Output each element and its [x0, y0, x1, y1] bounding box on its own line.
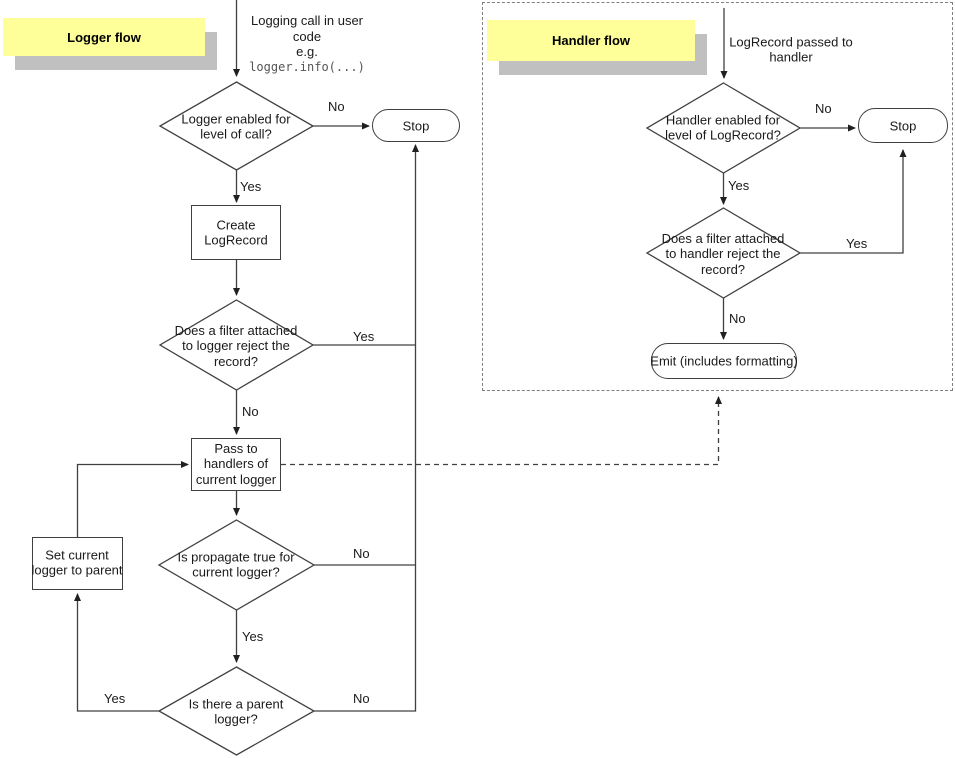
label-handler-enabled-no: No: [815, 101, 832, 116]
label-parent-yes: Yes: [104, 691, 126, 706]
handler-start-text: LogRecord passed to handler: [729, 34, 853, 65]
handler-stop-node: [858, 108, 948, 143]
handler-filter-decision-text: Does a filter attached to handler reject…: [661, 231, 785, 277]
label-logger-enabled-no: No: [328, 99, 345, 114]
handler-flow-title: Handler flow: [551, 33, 630, 48]
logger-start-lines: Logging call in user code e.g.: [250, 13, 364, 60]
edge-set-to-pass: [76, 461, 189, 537]
create-logrecord-node: [191, 205, 281, 260]
propagate-decision-text: Is propagate true for current logger?: [177, 549, 295, 580]
edge-parent-yes-to-set: [74, 593, 159, 712]
label-propagate-no: No: [353, 546, 370, 561]
create-logrecord-text: Create LogRecord: [204, 217, 268, 248]
parent-decision-text: Is there a parent logger?: [188, 696, 284, 727]
label-handler-filter-yes: Yes: [846, 236, 868, 251]
label-handler-filter-no: No: [729, 311, 746, 326]
logger-start-text: Logging call in user code e.g. logger.in…: [220, 0, 395, 90]
edge-parent-no-to-stop: [314, 144, 419, 712]
handler-stop-text: Stop: [889, 118, 917, 134]
pass-to-handlers-node: [191, 438, 281, 491]
label-logger-enabled-yes: Yes: [240, 179, 262, 194]
logger-stop-node: [372, 109, 460, 142]
logger-filter-decision-text: Does a filter attached to logger reject …: [174, 323, 298, 369]
label-logger-filter-yes: Yes: [353, 329, 375, 344]
handler-flow-title-note: Handler flow: [487, 20, 695, 61]
edge-pass-to-handler-flow-dashed: [281, 396, 722, 466]
set-current-logger-node: [32, 537, 123, 590]
emit-node: [651, 343, 797, 379]
emit-text: Emit (includes formatting): [650, 353, 798, 369]
label-parent-no: No: [353, 691, 370, 706]
label-handler-enabled-yes: Yes: [728, 178, 750, 193]
logger-start-code: logger.info(...): [249, 60, 365, 75]
edge-handler-filter-yes-to-stop: [800, 149, 907, 254]
handler-flow-container: [482, 2, 953, 391]
handler-enabled-decision-text: Handler enabled for level of LogRecord?: [665, 112, 781, 143]
logger-enabled-decision-text: Logger enabled for level of call?: [181, 111, 291, 142]
parent-decision-diamond: [157, 666, 316, 756]
set-current-logger-text: Set current logger to parent: [31, 547, 123, 578]
logger-flow-title: Logger flow: [67, 29, 141, 45]
logger-flow-title-note: Logger flow: [3, 18, 205, 56]
label-propagate-yes: Yes: [242, 629, 264, 644]
logger-stop-text: Stop: [402, 118, 430, 134]
label-logger-filter-no: No: [242, 404, 259, 419]
pass-to-handlers-text: Pass to handlers of current logger: [195, 441, 277, 487]
